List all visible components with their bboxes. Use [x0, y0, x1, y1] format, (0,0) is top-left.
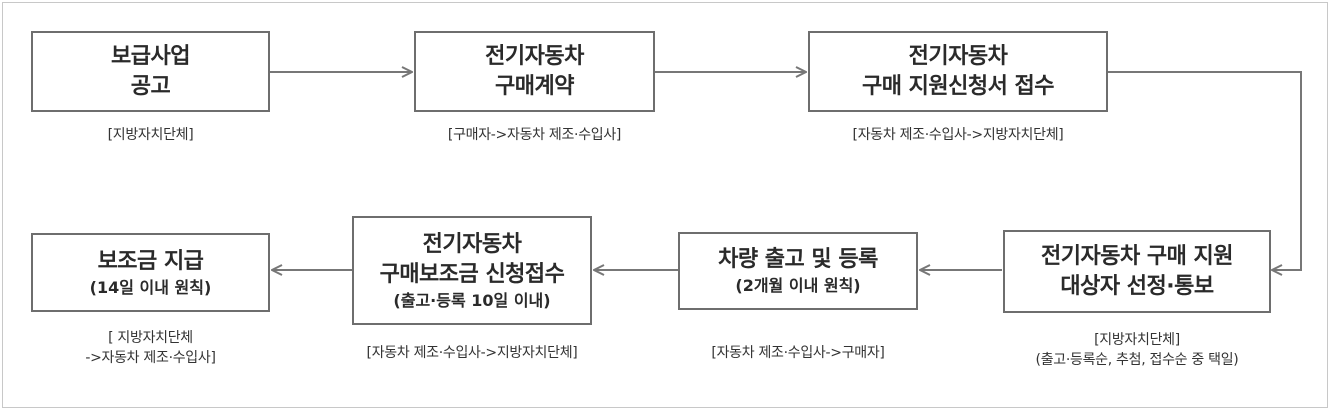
step-7-caption: [ 지방자치단체 ->자동차 제조·수입사]	[31, 328, 270, 368]
step-6-caption-line-1: [자동차 제조·수입사->지방자치단체]	[366, 345, 578, 361]
step-box-selection-notice: 전기자동차 구매 지원 대상자 선정·통보	[1003, 230, 1271, 313]
step-5-caption: [자동차 제조·수입사->구매자]	[663, 343, 933, 363]
step-1-caption: [지방자치단체]	[31, 125, 270, 145]
step-4-title-line-2: 대상자 선정·통보	[1060, 273, 1214, 299]
step-1-caption-line-1: [지방자치단체]	[107, 127, 194, 143]
step-box-announcement: 보급사업 공고	[31, 31, 270, 112]
step-7-caption-line-2: ->자동차 제조·수입사]	[85, 350, 216, 366]
step-2-caption-line-1: [구매자->자동차 제조·수입사]	[447, 127, 622, 143]
step-6-title-line-1: 전기자동차	[422, 231, 522, 257]
step-6-caption: [자동차 제조·수입사->지방자치단체]	[317, 343, 627, 363]
step-1-title-line-2: 공고	[130, 73, 171, 99]
step-5-title-line-1: 차량 출고 및 등록	[718, 247, 878, 272]
step-4-caption-line-1: [지방자치단체]	[1094, 332, 1180, 348]
step-5-note-line-1: (2개월 이내 원칙)	[735, 276, 861, 295]
step-3-title-line-1: 전기자동차	[908, 43, 1008, 69]
step-3-title-line-2: 구매 지원신청서 접수	[862, 73, 1054, 99]
step-7-caption-line-1: [ 지방자치단체	[108, 330, 193, 346]
step-6-title-line-2: 구매보조금 신청접수	[379, 261, 565, 287]
arrow-3-to-4	[1108, 71, 1302, 270]
step-2-caption: [구매자->자동차 제조·수입사]	[394, 125, 675, 145]
step-7-note-line-1: (14일 이내 원칙)	[89, 277, 212, 297]
step-3-caption: [자동차 제조·수입사->지방자치단체]	[798, 125, 1118, 145]
step-1-title-line-1: 보급사업	[111, 43, 190, 69]
step-4-caption: [지방자치단체] (출고·등록순, 추첨, 접수순 중 택일)	[978, 330, 1296, 370]
step-4-caption-line-2: (출고·등록순, 추첨, 접수순 중 택일)	[1035, 352, 1239, 368]
step-box-subsidy-payment: 보조금 지급 (14일 이내 원칙)	[31, 233, 270, 312]
step-7-title-line-1: 보조금 지급	[97, 248, 204, 274]
step-5-caption-line-1: [자동차 제조·수입사->구매자]	[711, 345, 885, 361]
step-2-title-line-1: 전기자동차	[485, 43, 584, 69]
step-box-vehicle-delivery: 차량 출고 및 등록 (2개월 이내 원칙)	[678, 232, 918, 310]
step-box-application-receipt: 전기자동차 구매 지원신청서 접수	[808, 31, 1108, 112]
step-3-caption-line-1: [자동차 제조·수입사->지방자치단체]	[852, 127, 1064, 143]
step-4-title-line-1: 전기자동차 구매 지원	[1041, 243, 1233, 269]
step-box-subsidy-application: 전기자동차 구매보조금 신청접수 (출고·등록 10일 이내)	[352, 216, 592, 325]
step-6-note-line-1: (출고·등록 10일 이내)	[393, 290, 551, 310]
step-2-title-line-2: 구매계약	[495, 73, 574, 99]
step-box-purchase-contract: 전기자동차 구매계약	[414, 31, 655, 112]
